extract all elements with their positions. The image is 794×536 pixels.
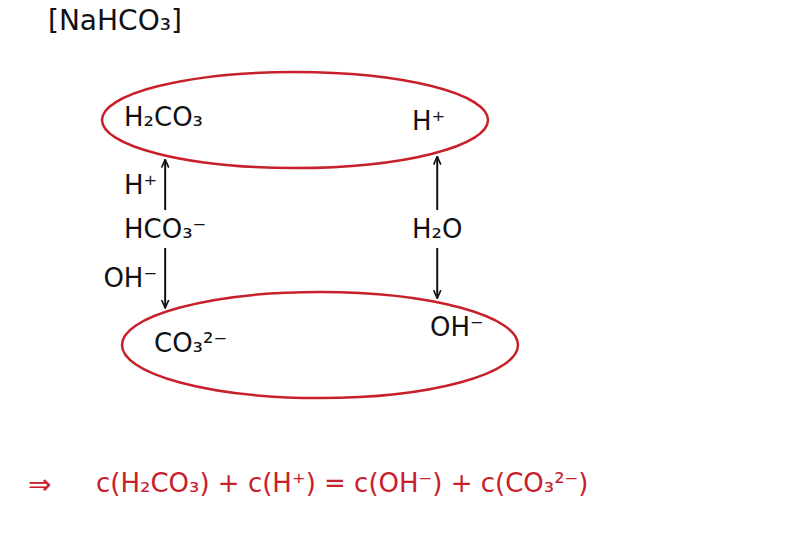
diagram-title: [NaHCO₃]: [48, 6, 182, 36]
arrow-connector: [436, 156, 438, 210]
arrow-connector: [164, 160, 166, 210]
species-box: H₂O: [406, 212, 468, 246]
species-ellipse: CO₃²⁻ OH⁻: [120, 290, 520, 400]
arrow-connector: [164, 248, 166, 308]
arrow-connector: [436, 248, 438, 298]
species-formula: OH⁻: [430, 312, 484, 342]
species-formula: H₂O: [412, 214, 462, 244]
species-formula: H⁺: [412, 106, 445, 136]
reaction-particle: OH⁻: [103, 263, 157, 293]
reaction-particle: H⁺: [124, 170, 157, 200]
species-formula: HCO₃⁻: [124, 214, 206, 244]
species-ellipse: H₂CO₃ H⁺: [100, 70, 490, 170]
species-formula: H₂CO₃: [124, 102, 203, 132]
ellipse-outline: [122, 292, 518, 398]
proton-balance-equation: c(H₂CO₃) + c(H⁺) = c(OH⁻) + c(CO₃²⁻): [96, 468, 589, 498]
ellipse-outline: [102, 72, 488, 168]
implies-symbol: ⇒: [28, 470, 51, 500]
species-box: HCO₃⁻: [118, 212, 212, 246]
species-formula: CO₃²⁻: [154, 328, 227, 358]
